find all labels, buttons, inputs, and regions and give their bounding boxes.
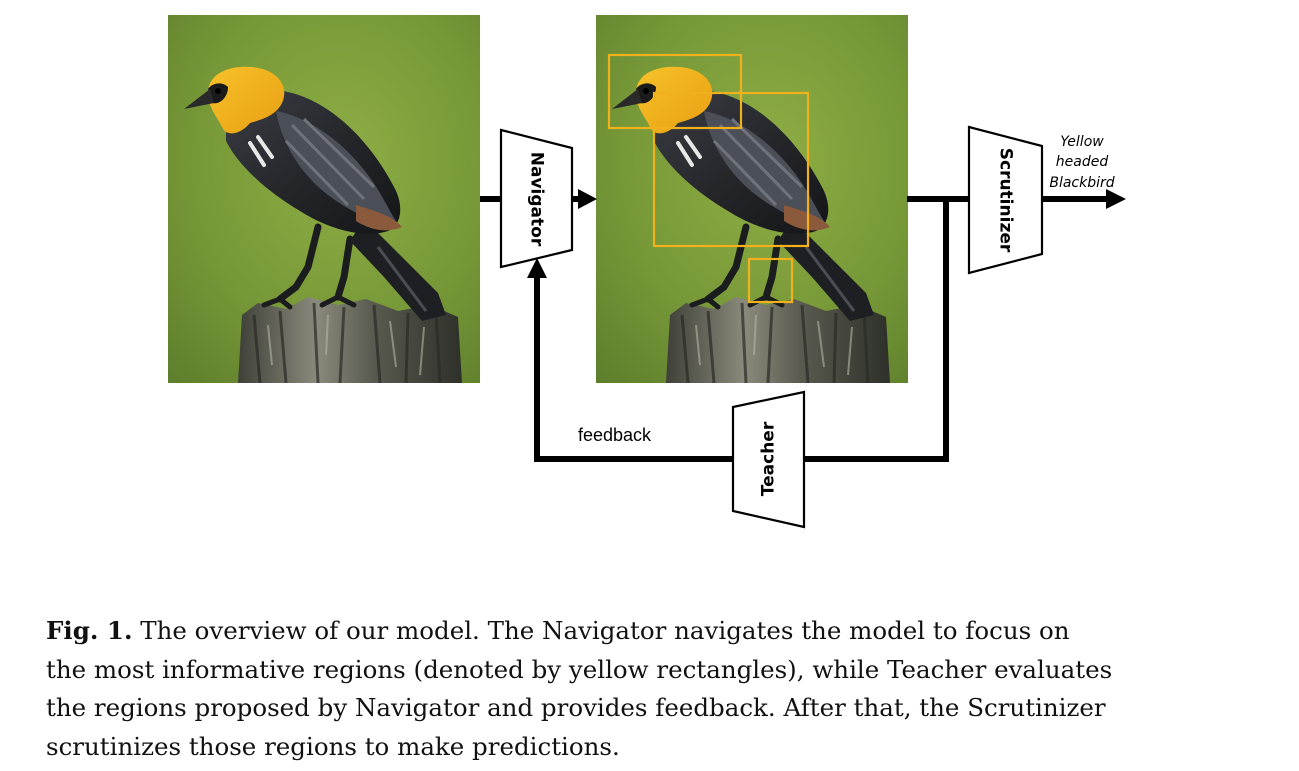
teacher-label: Teacher xyxy=(759,421,779,496)
arrowhead-to-regions xyxy=(578,189,597,209)
caption-text-1: The overview of our model. The Navigator… xyxy=(140,616,1070,645)
attended-bird-photo xyxy=(596,15,908,383)
prediction-line-1: Yellow xyxy=(1060,134,1104,150)
region-box-head xyxy=(607,53,743,130)
region-box-body xyxy=(652,91,810,248)
caption-figure-label: Fig. 1. xyxy=(46,616,133,645)
regions-to-teacher-line xyxy=(804,199,949,462)
prediction-line-2: headed xyxy=(1056,154,1109,170)
figure-caption: Fig. 1. The overview of our model. The N… xyxy=(46,612,1256,766)
arrowheads xyxy=(527,189,1126,278)
caption-line-4: scrutinizes those regions to make predic… xyxy=(46,731,620,761)
region-box-feet xyxy=(747,257,794,304)
scrutinizer-label: Scrutinizer xyxy=(996,148,1016,253)
navigator-module: Navigator xyxy=(499,128,574,269)
caption-line-1: Fig. 1. The overview of our model. The N… xyxy=(46,612,1256,651)
scrutinizer-module: Scrutinizer xyxy=(967,125,1044,275)
navigator-label: Navigator xyxy=(527,152,547,247)
teacher-feedback-line xyxy=(534,275,733,462)
informative-regions xyxy=(607,53,810,304)
model-overview-diagram: Navigator Scrutinizer Teacher feedback Y… xyxy=(0,0,1126,529)
feedback-label: feedback xyxy=(578,425,652,445)
prediction-line-3: Blackbird xyxy=(1049,175,1114,191)
input-bird-photo xyxy=(168,15,480,383)
arrowhead-to-output xyxy=(1106,189,1126,209)
caption-line-3: the regions proposed by Navigator and pr… xyxy=(46,693,1106,722)
teacher-module: Teacher xyxy=(731,390,806,529)
prediction-output-label: Yellow headed Blackbird xyxy=(1049,134,1114,191)
caption-line-2: the most informative regions (denoted by… xyxy=(46,654,1113,684)
arrowhead-to-navigator xyxy=(527,258,547,278)
connection-lines xyxy=(480,196,1110,462)
